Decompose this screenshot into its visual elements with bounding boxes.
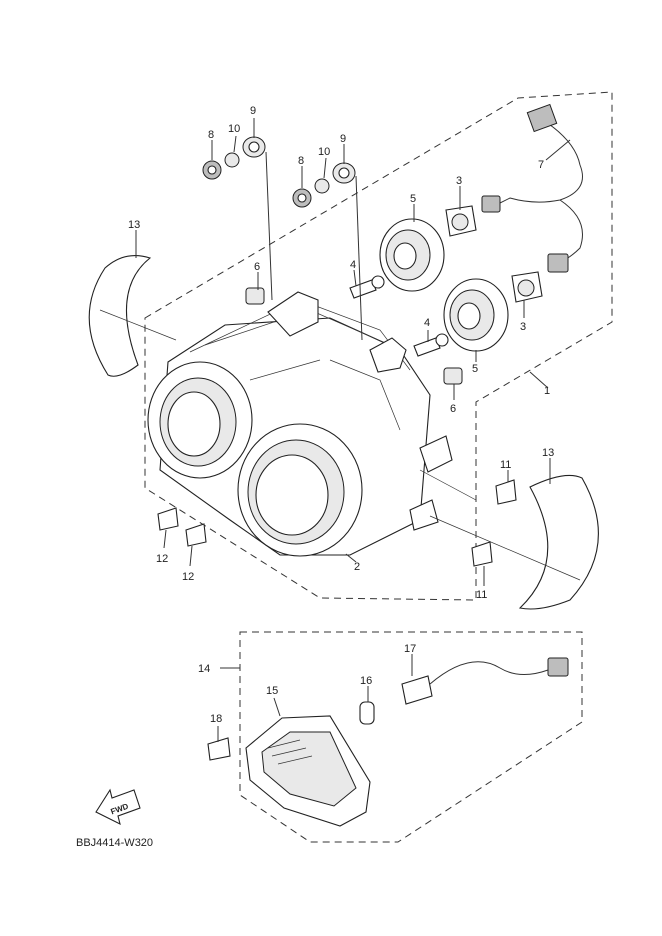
callout-17: 17 — [404, 643, 416, 655]
bulb-socket-upper[interactable] — [445, 205, 477, 237]
washer-9-right[interactable] — [332, 162, 356, 184]
callout-3-upper: 3 — [456, 175, 462, 187]
callout-7: 7 — [538, 159, 544, 171]
callout-8-right: 8 — [298, 155, 304, 167]
callout-4-lower: 4 — [424, 317, 430, 329]
clip-12-lower[interactable] — [185, 523, 207, 547]
callout-15: 15 — [266, 685, 278, 697]
callout-13-right: 13 — [542, 447, 554, 459]
callout-10-left: 10 — [228, 123, 240, 135]
callout-1: 1 — [544, 385, 550, 397]
callout-9-right: 9 — [340, 133, 346, 145]
callout-11-upper: 11 — [500, 459, 511, 471]
callout-12-lower: 12 — [182, 571, 194, 583]
nut-8-left[interactable] — [202, 160, 222, 180]
leader-lines — [99, 118, 581, 742]
bulb-16[interactable] — [359, 701, 375, 725]
callout-11-lower: 11 — [476, 589, 487, 601]
bulb-upper[interactable] — [349, 275, 385, 299]
callout-10-right: 10 — [318, 146, 330, 158]
grommet-lower[interactable] — [443, 367, 463, 385]
callout-6-lower: 6 — [450, 403, 456, 415]
grommet-upper[interactable] — [245, 287, 265, 305]
nut-8-right[interactable] — [292, 188, 312, 208]
trim-panel-right[interactable] — [518, 474, 599, 610]
wiring-harness[interactable] — [481, 103, 583, 273]
reflector-cup-lower[interactable] — [443, 278, 509, 352]
clip-11-upper[interactable] — [495, 479, 517, 505]
reflector-cup-upper[interactable] — [379, 218, 445, 292]
socket-17[interactable] — [401, 657, 569, 705]
callout-5-lower: 5 — [472, 363, 478, 375]
callout-6-upper: 6 — [254, 261, 260, 273]
clip-12-upper[interactable] — [157, 507, 179, 531]
position-light-lens[interactable] — [245, 715, 371, 827]
washer-9-left[interactable] — [242, 136, 266, 158]
diagram-code: BBJ4414-W320 — [76, 837, 153, 849]
bulb-lower[interactable] — [413, 333, 449, 357]
bulb-socket-lower[interactable] — [511, 271, 543, 303]
callout-4-upper: 4 — [350, 259, 356, 271]
callout-9-left: 9 — [250, 105, 256, 117]
callout-3-lower: 3 — [520, 321, 526, 333]
clip-18[interactable] — [207, 737, 231, 761]
collar-10-left[interactable] — [224, 152, 240, 168]
trim-panel-left[interactable] — [88, 255, 152, 377]
callout-18: 18 — [210, 713, 222, 725]
callout-14: 14 — [198, 663, 210, 675]
callout-8-left: 8 — [208, 129, 214, 141]
callout-13-left: 13 — [128, 219, 140, 231]
callout-12-upper: 12 — [156, 553, 168, 565]
callout-2: 2 — [354, 561, 360, 573]
assembly-boundary-lower — [239, 631, 583, 843]
callout-5-upper: 5 — [410, 193, 416, 205]
headlight-housing[interactable] — [147, 291, 453, 557]
fwd-arrow-icon: FWD — [95, 788, 141, 826]
collar-10-right[interactable] — [314, 178, 330, 194]
callout-16: 16 — [360, 675, 372, 687]
clip-11-lower[interactable] — [471, 541, 493, 567]
